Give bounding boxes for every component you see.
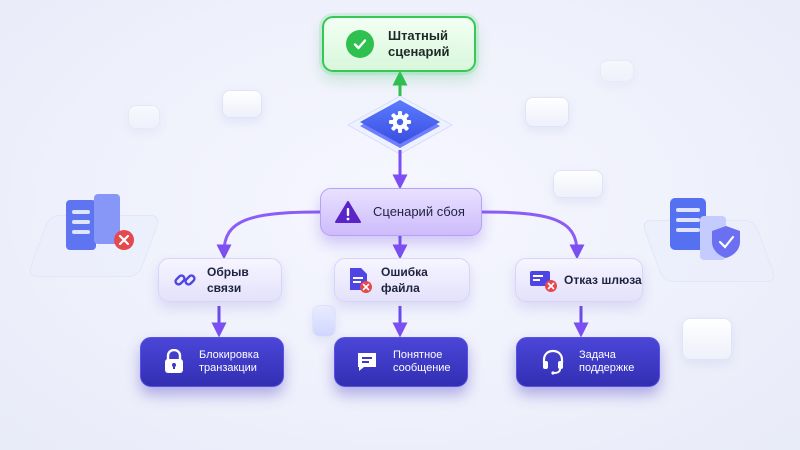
bg-tile xyxy=(525,97,569,127)
normal-scenario-label: Штатный сценарий xyxy=(388,28,449,60)
outcome-label: Блокировка транзакции xyxy=(199,349,259,375)
label-line: транзакции xyxy=(199,362,257,374)
branch-card-file-error[interactable]: Ошибка файла xyxy=(334,258,470,302)
server-shield-icon xyxy=(670,198,740,260)
branch-label: Отказ шлюза xyxy=(564,273,642,287)
branch-label: Ошибка файла xyxy=(381,265,428,295)
gateway-error-icon xyxy=(528,267,558,293)
bg-tile xyxy=(312,305,336,337)
bg-tile xyxy=(682,318,732,360)
branch-card-connection-loss[interactable]: Обрыв связи xyxy=(158,258,282,302)
gear-icon xyxy=(389,111,411,133)
label-line: поддержке xyxy=(579,362,635,374)
outcome-card-support-task[interactable]: Задача поддержке xyxy=(516,337,660,387)
bg-tile xyxy=(222,90,262,118)
bg-tile xyxy=(128,105,160,129)
branch-card-gateway-failure[interactable]: Отказ шлюза xyxy=(515,258,643,302)
check-circle-icon xyxy=(346,30,374,58)
branch-label: Обрыв связи xyxy=(207,265,249,295)
server-error-icon xyxy=(66,194,134,250)
label-line: Задача xyxy=(579,349,616,361)
label-line: Штатный xyxy=(388,28,448,43)
bg-tile xyxy=(553,170,603,198)
headset-icon xyxy=(541,349,565,375)
failure-scenario-label: Сценарий сбоя xyxy=(373,204,465,219)
outcome-label: Понятное сообщение xyxy=(393,349,451,375)
chat-icon xyxy=(355,350,379,374)
bg-tile xyxy=(600,60,634,82)
file-error-icon xyxy=(347,266,373,294)
outcome-card-clear-message[interactable]: Понятное сообщение xyxy=(334,337,468,387)
label-line: сценарий xyxy=(388,44,450,59)
lock-icon xyxy=(163,349,185,375)
warning-icon xyxy=(335,200,361,224)
label-line: Понятное xyxy=(393,349,443,361)
normal-scenario-card[interactable]: Штатный сценарий xyxy=(322,16,476,72)
outcome-card-block-transaction[interactable]: Блокировка транзакции xyxy=(140,337,284,387)
label-line: Блокировка xyxy=(199,349,259,361)
outcome-label: Задача поддержке xyxy=(579,349,634,375)
failure-scenario-card[interactable]: Сценарий сбоя xyxy=(320,188,482,236)
broken-link-icon xyxy=(173,268,197,292)
label-line: сообщение xyxy=(393,362,451,374)
